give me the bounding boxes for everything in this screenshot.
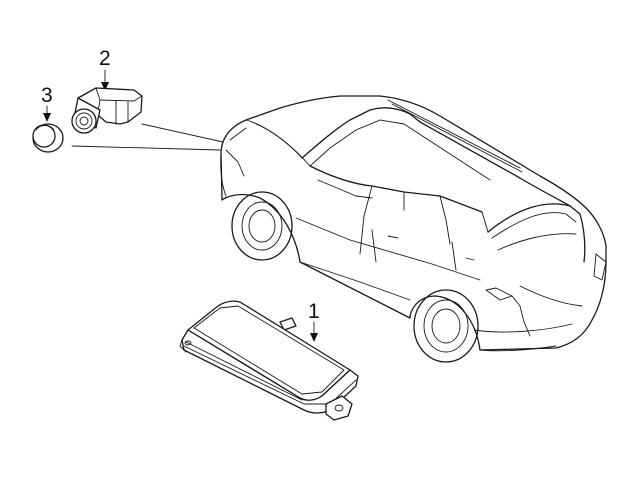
vehicle-outline	[220, 95, 607, 363]
sensor-bezel	[32, 123, 64, 153]
callout-1-arrow	[310, 333, 318, 342]
sensor-leader-line	[141, 123, 224, 143]
callout-2-arrow	[101, 82, 109, 91]
callout-1-label: 1	[308, 300, 320, 323]
callout-2: 2	[99, 47, 111, 91]
callout-3-arrow	[43, 113, 51, 122]
control-module	[179, 300, 359, 421]
callout-3-label: 3	[41, 84, 53, 107]
callout-3: 3	[41, 84, 53, 122]
parking-sensor	[71, 87, 143, 134]
callout-1: 1	[308, 300, 320, 342]
bezel-leader-line	[71, 145, 221, 151]
callout-2-label: 2	[99, 47, 111, 70]
